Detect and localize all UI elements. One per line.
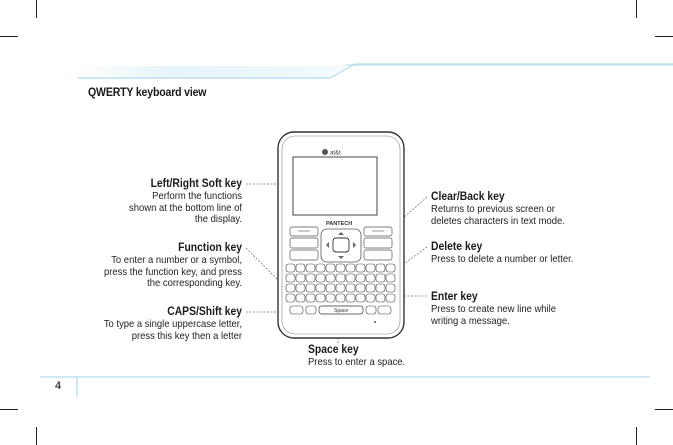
left-soft-key — [289, 226, 319, 237]
callout-function-key-line-2: press the function key, and press — [104, 265, 242, 278]
space-key-label: Space — [334, 308, 348, 314]
callout-clear-key-line-2: deletes characters in text mode. — [431, 214, 565, 227]
crop-mark-top-left-vertical — [36, 0, 37, 18]
callout-soft-key-line-1: Perform the functions — [152, 190, 242, 202]
callout-space-key-title: Space key — [308, 344, 359, 356]
callout-clear-key-line-1: Returns to previous screen or — [431, 203, 555, 215]
callout-soft-key-line-2: shown at the bottom line of — [129, 201, 242, 214]
callout-soft-key-title: Left/Right Soft key — [150, 178, 242, 190]
callout-clear-key: Clear/Back key Returns to previous scree… — [431, 190, 611, 227]
carrier-logo-icon — [322, 149, 328, 155]
center-ok-key — [332, 237, 350, 253]
carrier-logo-text: at&t — [330, 151, 341, 157]
callout-enter-key-line-2: writing a message. — [431, 314, 510, 327]
callout-delete-key: Delete key Press to delete a number or l… — [431, 240, 620, 266]
callout-function-key-title: Function key — [178, 242, 242, 254]
callout-enter-key: Enter key Press to create new line while… — [431, 290, 611, 327]
crop-mark-top-right-vertical — [636, 0, 637, 18]
callout-delete-key-line-1: Press to delete a number or letter. — [431, 253, 574, 265]
callout-caps-key: CAPS/Shift key To type a single uppercas… — [53, 305, 242, 342]
brand-logo-text: PANTECH — [326, 221, 352, 227]
callout-function-key-line-3: the corresponding key. — [147, 277, 242, 289]
callout-clear-key-title: Clear/Back key — [431, 191, 505, 203]
callout-soft-key-line-3: the display. — [194, 213, 242, 225]
callout-space-key: Space key Press to enter a space. — [308, 343, 443, 369]
callout-enter-key-line-1: Press to create new line while — [431, 303, 557, 315]
crop-mark-bottom-left-horizontal — [0, 409, 18, 410]
right-soft-key — [363, 226, 393, 237]
crop-mark-bottom-right-vertical — [636, 427, 637, 445]
crop-mark-bottom-left-vertical — [36, 427, 37, 445]
callout-caps-key-line-2: press this key then a letter — [131, 329, 242, 342]
callout-caps-key-title: CAPS/Shift key — [167, 306, 242, 318]
crop-mark-top-left-horizontal — [0, 36, 18, 37]
callout-enter-key-title: Enter key — [431, 291, 478, 303]
page-number: 4 — [55, 380, 62, 392]
page-title: QWERTY keyboard view — [88, 85, 207, 99]
crop-mark-top-right-horizontal — [655, 36, 673, 37]
phone-screen — [292, 156, 378, 216]
header-accent-band — [78, 63, 673, 79]
callout-caps-key-line-1: To type a single uppercase letter, — [103, 318, 242, 330]
callout-soft-key: Left/Right Soft key Perform the function… — [71, 177, 242, 226]
callout-delete-key-title: Delete key — [431, 241, 483, 253]
crop-mark-bottom-right-horizontal — [655, 409, 673, 410]
phone-illustration: at&t PANTECH — [277, 131, 405, 339]
callout-function-key: Function key To enter a number or a symb… — [62, 241, 242, 290]
callout-function-key-line-1: To enter a number or a symbol, — [111, 254, 242, 266]
space-key — [318, 305, 364, 315]
callout-space-key-line-1: Press to enter a space. — [308, 356, 406, 368]
